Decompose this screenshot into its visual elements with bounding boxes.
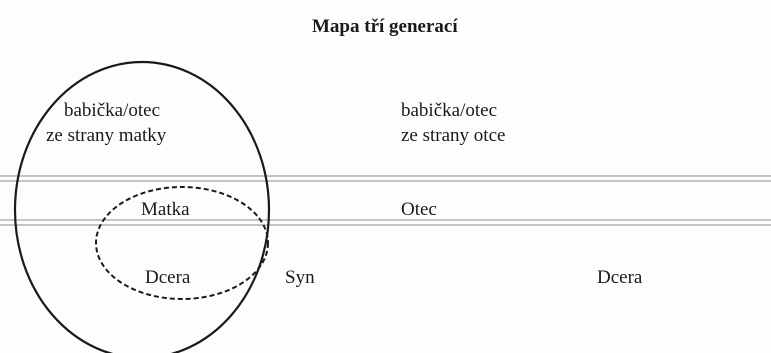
separator-lower <box>0 219 771 226</box>
paternal-grandparent-line-2: ze strany otce <box>401 125 506 146</box>
daughter-label-right: Dcera <box>597 267 643 288</box>
son-label: Syn <box>285 267 315 288</box>
maternal-grandparent-line-1: babička/otec <box>64 100 161 121</box>
maternal-grandparent-label: babička/otec ze strany matky <box>46 98 166 148</box>
mother-label: Matka <box>141 199 190 220</box>
paternal-grandparent-line-1: babička/otec <box>401 100 498 121</box>
father-label: Otec <box>401 199 437 220</box>
maternal-line-ellipse <box>13 60 271 353</box>
daughter-label-left: Dcera <box>145 267 191 288</box>
maternal-grandparent-line-2: ze strany matky <box>46 125 167 146</box>
mother-daughter-dashed-ellipse <box>95 186 269 300</box>
page-title: Mapa tří generací <box>312 16 458 37</box>
paternal-grandparent-label: babička/otec ze strany otce <box>401 98 505 148</box>
separator-upper <box>0 175 771 182</box>
